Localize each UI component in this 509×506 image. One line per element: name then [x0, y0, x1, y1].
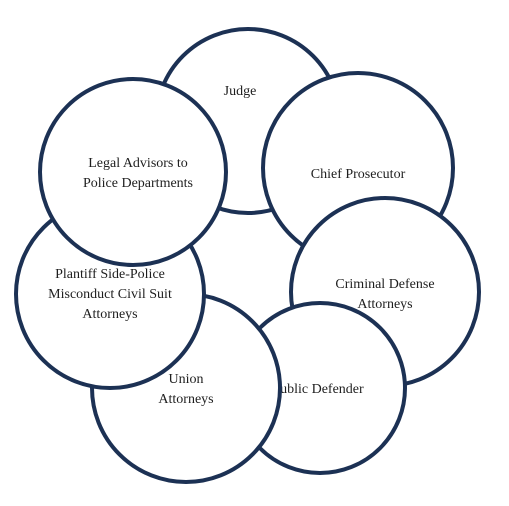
node-label-line: Police Departments	[83, 176, 193, 191]
node-circle	[38, 77, 228, 267]
node-label: Legal Advisors to Police Departments	[83, 156, 193, 191]
node-label-line: Union	[169, 372, 204, 387]
node-label-line: Attorneys	[82, 307, 137, 322]
node-label-line: Legal Advisors to	[88, 156, 188, 171]
node-label: Public Defender	[272, 382, 364, 397]
node-label-line: Judge	[224, 84, 257, 99]
node-legal-advisors-to-police-departments: Legal Advisors to Police Departments	[38, 77, 228, 267]
node-label: Judge	[224, 84, 257, 99]
node-label-line: Attorneys	[357, 297, 412, 312]
node-label-line: Chief Prosecutor	[311, 167, 406, 182]
node-label: Chief Prosecutor	[311, 167, 406, 182]
node-label-line: Public Defender	[272, 382, 364, 397]
node-label-line: Criminal Defense	[335, 277, 434, 292]
node-label-line: Attorneys	[158, 392, 213, 407]
node-label-line: Plantiff Side-Police	[55, 267, 165, 282]
node-label-line: Misconduct Civil Suit	[48, 287, 172, 302]
